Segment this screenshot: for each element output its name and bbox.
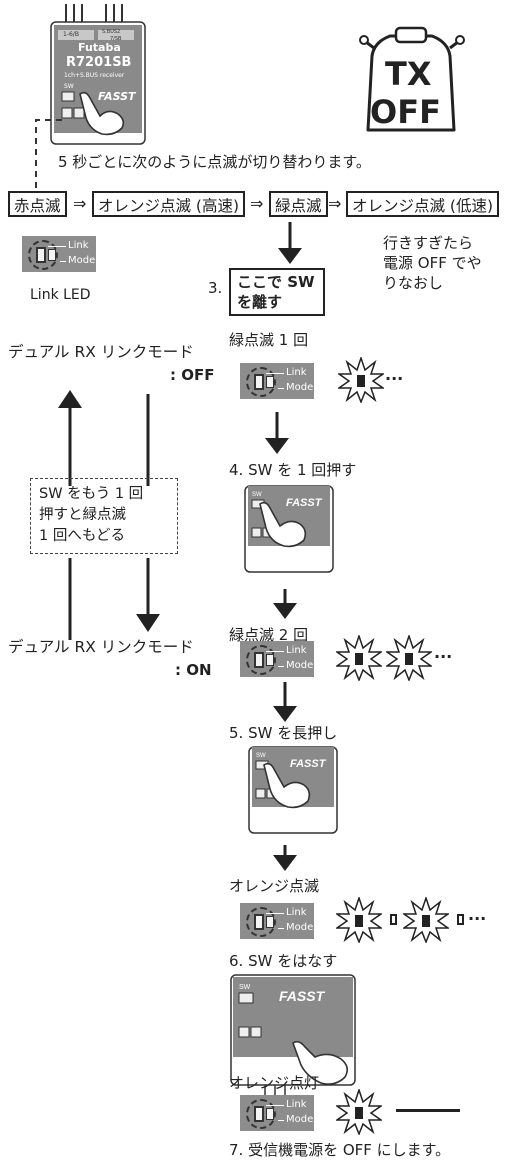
- ellipsis-3: ···: [468, 909, 487, 928]
- receiver-release-icon: SW FASST: [230, 974, 356, 1101]
- led-panel-orange-solid: Link Mode: [240, 1095, 314, 1131]
- dual-rx-on-state: : ON: [175, 661, 212, 679]
- arrow-down-3-icon: [273, 589, 297, 619]
- tx-off-line2: OFF: [370, 93, 441, 131]
- green-twice-label: 緑点滅 2 回: [229, 626, 309, 644]
- seq-arrow-3: ⇒: [328, 194, 342, 213]
- arrow-down-5-icon: [273, 845, 297, 871]
- svg-text:FASST: FASST: [279, 988, 326, 1004]
- svg-text:SW: SW: [256, 753, 266, 759]
- tx-off-line1: TX: [385, 55, 432, 93]
- svg-text:FASST: FASST: [290, 758, 327, 770]
- step3-line1: ここで SW: [237, 273, 315, 291]
- arrow-down-1-icon: [278, 222, 302, 264]
- panel-link-label: Link: [68, 240, 89, 251]
- svg-text:SW: SW: [239, 984, 251, 991]
- led-highlight-ring: [28, 240, 58, 270]
- receiver-brand: Futaba: [78, 41, 121, 54]
- dual-rx-off-state: : OFF: [170, 366, 215, 384]
- loop-note-line3: 1 回へもどる: [39, 528, 126, 544]
- loop-note-box: SW をもう 1 回 押すと緑点滅 1 回へもどる: [30, 478, 178, 554]
- seq-green: 緑点滅: [269, 191, 328, 217]
- loop-note-line2: 押すと緑点滅: [39, 507, 126, 523]
- step3-line2: を離す: [237, 293, 283, 311]
- seq-arrow-2: ⇒: [250, 194, 264, 213]
- link-led-panel: Link Mode: [22, 236, 96, 272]
- green-once-label: 緑点滅 1 回: [229, 331, 309, 349]
- svg-text:SW: SW: [252, 492, 262, 498]
- restart-note-line2: 電源 OFF でや: [383, 254, 482, 272]
- receiver-pin-left: 1-6/B: [63, 31, 79, 38]
- receiver-press-2-icon: FASST SW: [248, 746, 338, 834]
- loop-note-line1: SW をもう 1 回: [39, 486, 144, 502]
- arrow-down-4-icon: [273, 682, 297, 722]
- seq-orange-fast: オレンジ点滅 (高速): [92, 191, 246, 217]
- svg-text:FASST: FASST: [286, 497, 323, 509]
- step3-box: ここで SW を離す: [229, 268, 325, 316]
- panel-mode-label: Mode: [68, 255, 96, 266]
- orange-blink-label: オレンジ点滅: [229, 877, 320, 895]
- receiver-fasst-logo: FASST: [98, 90, 136, 103]
- restart-note-line1: 行きすぎたら: [383, 234, 474, 252]
- restart-note-line3: りなおし: [383, 274, 444, 292]
- receiver-outline-icon: [50, 4, 146, 145]
- receiver-sub: 1ch+S.BUS receiver: [64, 72, 125, 79]
- receiver-pin-right2: 7/SB: [110, 36, 122, 42]
- led-mode: [48, 249, 56, 261]
- step7-label: 7. 受信機電源を OFF にします。: [229, 1141, 451, 1159]
- arrow-down-2-icon: [265, 412, 289, 454]
- restart-note: 行きすぎたら 電源 OFF でや りなおし: [383, 233, 482, 293]
- step5-label: 5. SW を長押し: [229, 724, 338, 742]
- receiver-model: R7201SB: [66, 55, 132, 70]
- flash-star-icon: [336, 1089, 382, 1135]
- step4-label: 4. SW を 1 回押す: [229, 461, 357, 479]
- seq-orange-slow: オレンジ点滅 (低速): [346, 191, 500, 217]
- led-off-square-icon: [390, 914, 397, 925]
- flash-star-icon: [336, 635, 382, 681]
- receiver-top: 1-6/B S.BUS2 7/SB Futaba R7201SB 1ch+S.B…: [48, 0, 148, 148]
- flash-star-icon: [338, 357, 384, 403]
- step6-label: 6. SW をはなす: [229, 952, 338, 970]
- flash-star-icon: [403, 897, 449, 943]
- transmitter-icon: [359, 26, 465, 132]
- seq-arrow-1: ⇒: [73, 194, 87, 213]
- step3-number: 3.: [208, 279, 223, 297]
- dual-rx-on-label: デュアル RX リンクモード: [8, 638, 194, 656]
- flash-star-icon: [336, 897, 382, 943]
- ellipsis-2: ···: [434, 647, 453, 666]
- dashed-connector-icon: [35, 119, 62, 196]
- receiver-sw-label: SW: [64, 83, 74, 90]
- flash-star-icon: [386, 635, 432, 681]
- receiver-pin-right: S.BUS2: [102, 29, 121, 35]
- seq-red: 赤点滅: [8, 191, 67, 217]
- link-led-label: Link LED: [30, 287, 91, 303]
- orange-solid-label: オレンジ点灯: [229, 1074, 320, 1092]
- led-panel-green-twice: Link Mode: [240, 641, 314, 677]
- led-panel-orange-blink: Link Mode: [240, 903, 314, 939]
- solid-on-bar: [396, 1109, 460, 1112]
- led-off-square-icon: [457, 914, 464, 925]
- receiver-press-1-icon: FASST SW: [244, 485, 334, 573]
- dual-rx-off-label: デュアル RX リンクモード: [8, 343, 194, 361]
- led-panel-green-once: Link Mode: [240, 363, 314, 399]
- loop-arrows-icon: [58, 390, 160, 640]
- intro-text: 5 秒ごとに次のように点滅が切り替わります。: [58, 153, 371, 171]
- ellipsis-1: ···: [385, 369, 404, 388]
- led-link: [36, 247, 46, 263]
- hand-press-icon: [79, 91, 125, 136]
